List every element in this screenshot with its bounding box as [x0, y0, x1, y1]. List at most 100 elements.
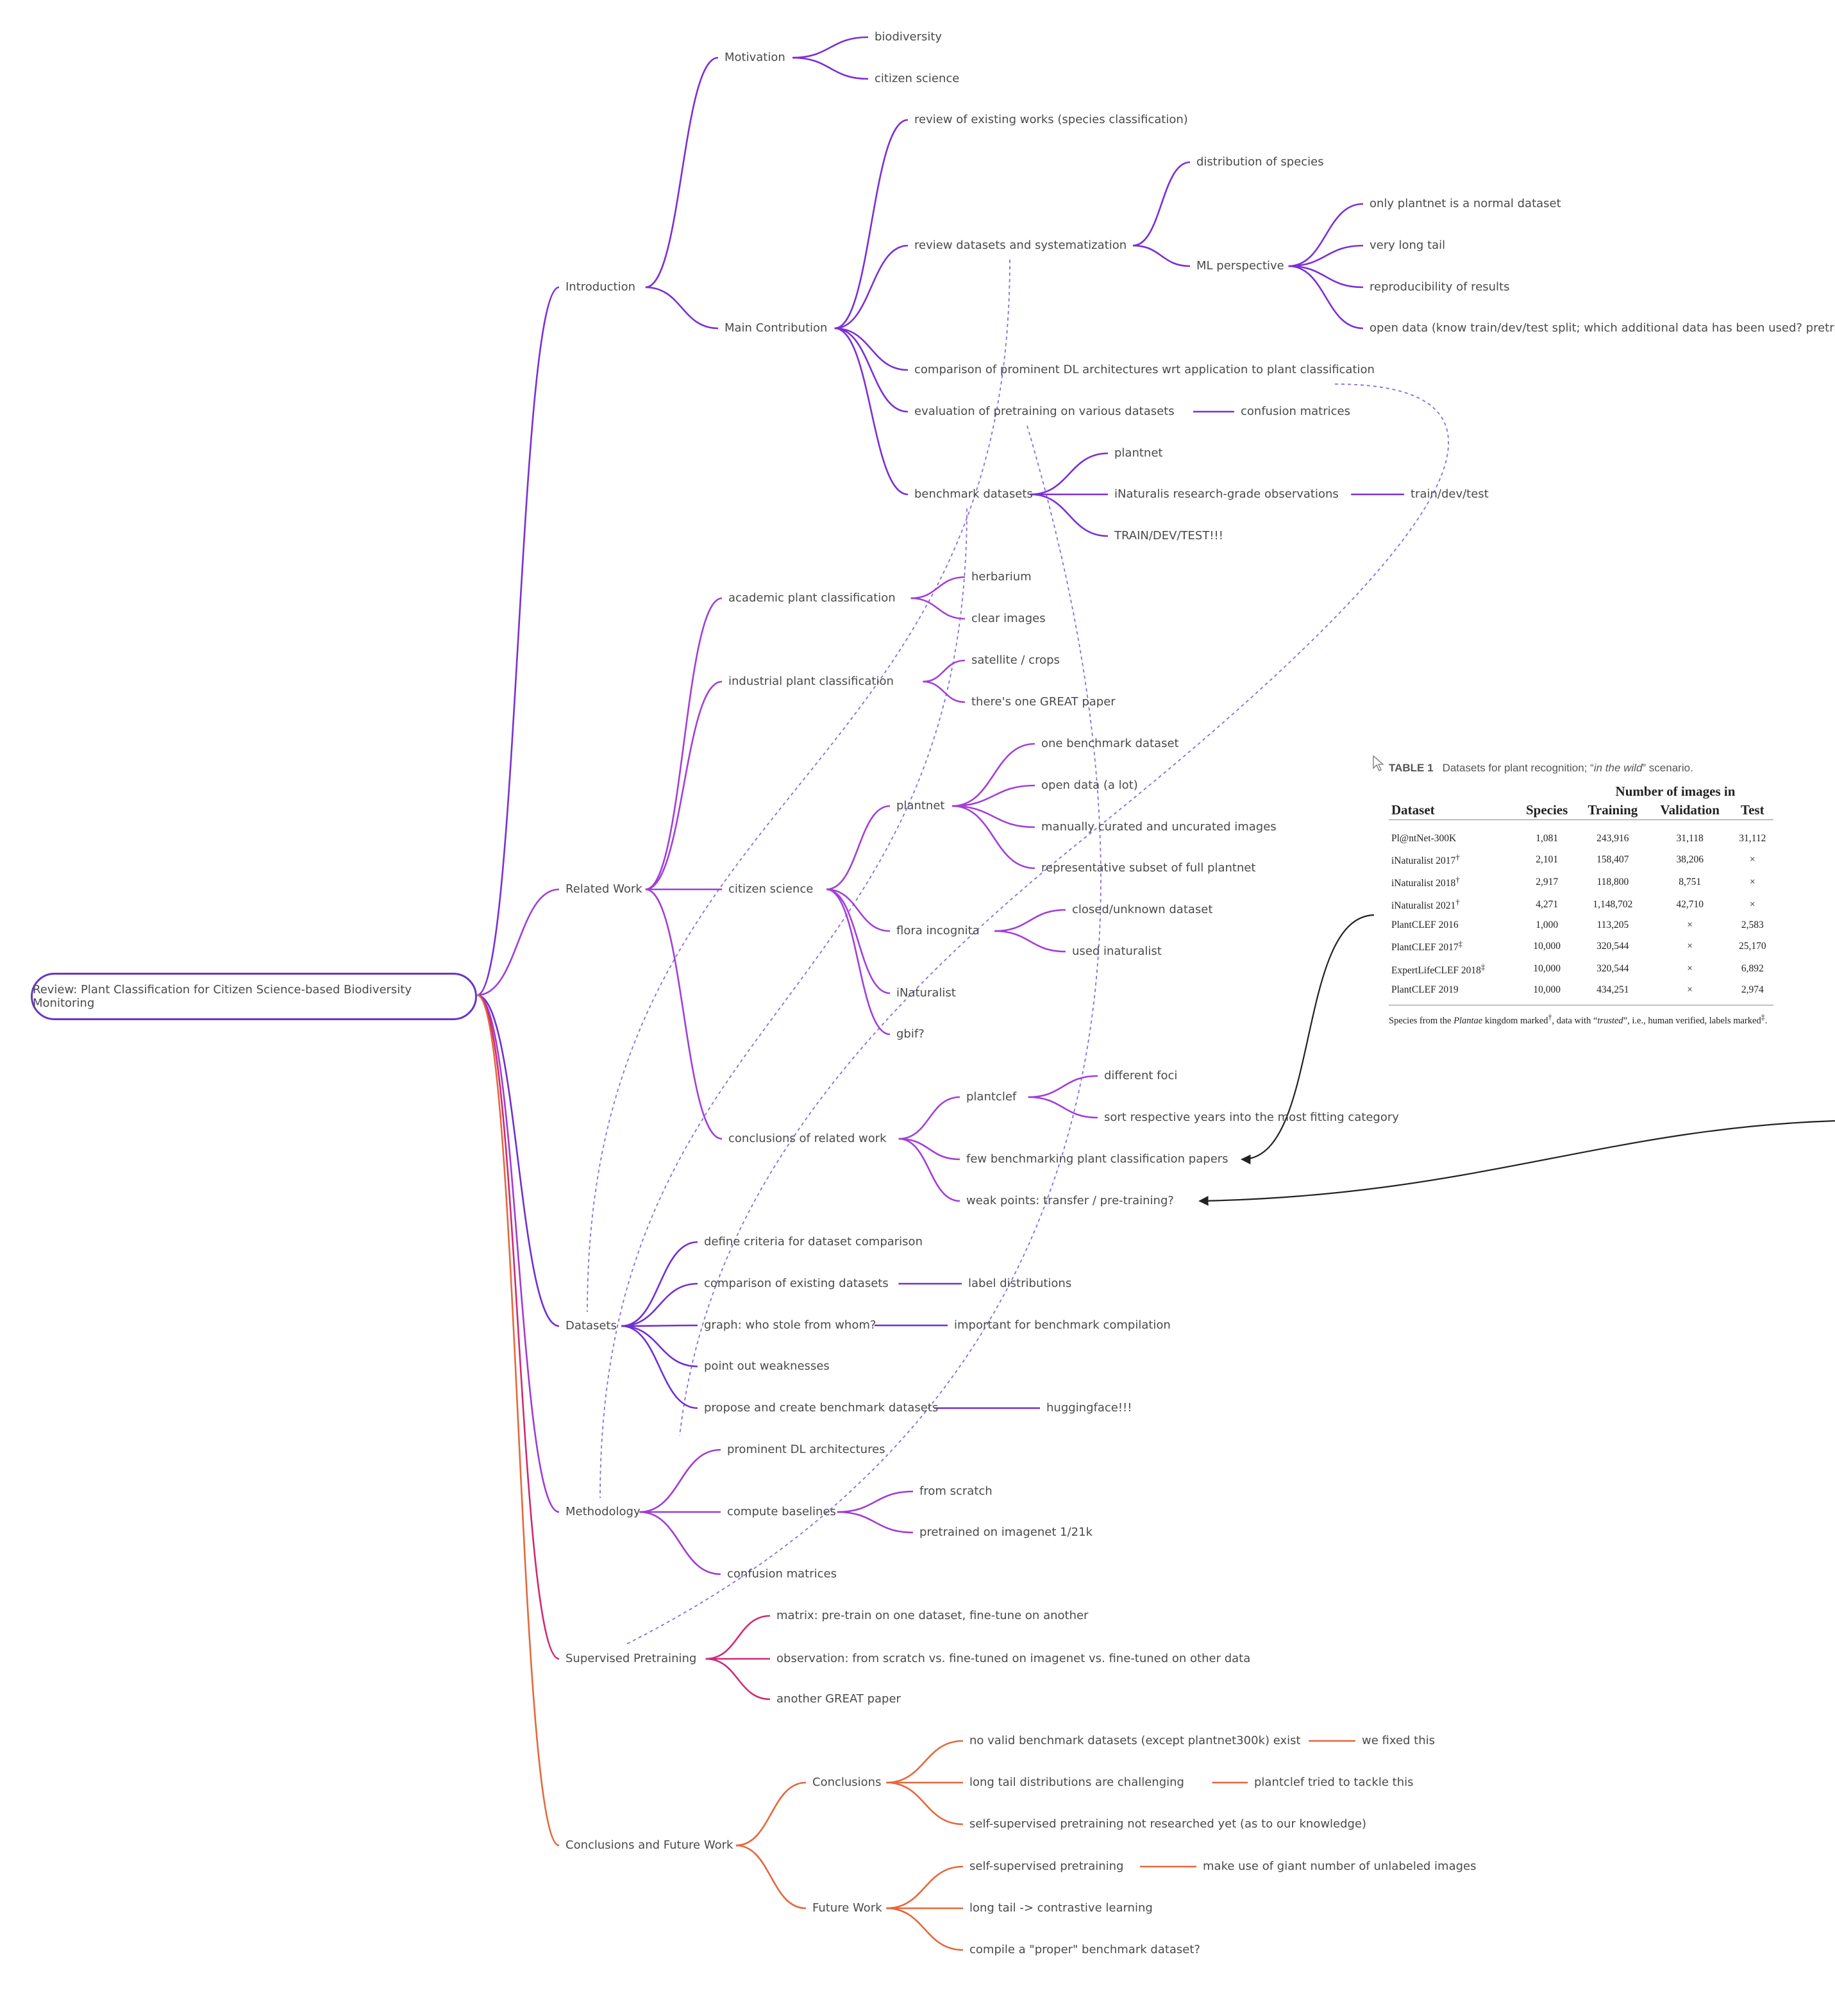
node-plantnet-bench[interactable]: plantnet — [1114, 446, 1162, 460]
node-plantnet-rw[interactable]: plantnet — [896, 799, 944, 812]
node-open-data-split[interactable]: open data (know train/dev/test split; wh… — [1370, 321, 1835, 335]
node-very-long-tail[interactable]: very long tail — [1370, 239, 1445, 252]
node-introduction[interactable]: Introduction — [566, 280, 635, 294]
node-academic[interactable]: academic plant classification — [728, 591, 896, 605]
node-herbarium[interactable]: herbarium — [971, 570, 1032, 584]
node-train-dev-test-caps[interactable]: TRAIN/DEV/TEST!!! — [1114, 529, 1223, 542]
table-cell-test: 2,583 — [1741, 920, 1764, 931]
node-open-data-lot[interactable]: open data (a lot) — [1041, 778, 1138, 792]
node-great-paper-2[interactable]: another GREAT paper — [776, 1692, 901, 1706]
node-from-scratch[interactable]: from scratch — [919, 1484, 993, 1498]
node-giant-unlabeled[interactable]: make use of giant number of unlabeled im… — [1203, 1860, 1477, 1873]
node-propose-create[interactable]: propose and create benchmark datasets — [704, 1401, 938, 1415]
node-ml-perspective[interactable]: ML perspective — [1196, 259, 1284, 273]
connector-datasets — [476, 994, 560, 1327]
node-clear-images[interactable]: clear images — [971, 612, 1046, 625]
node-flora[interactable]: flora incognita — [896, 924, 980, 937]
node-long-tail-challenging[interactable]: long tail distributions are challenging — [969, 1776, 1184, 1789]
table-cell-test: 25,170 — [1738, 941, 1766, 952]
node-one-benchmark[interactable]: one benchmark dataset — [1041, 737, 1179, 750]
node-label-distributions[interactable]: label distributions — [968, 1277, 1071, 1290]
node-graph-stole[interactable]: graph: who stole from whom? — [704, 1318, 876, 1332]
node-representative[interactable]: representative subset of full plantnet — [1041, 861, 1256, 875]
node-comparison-dl[interactable]: comparison of prominent DL architectures… — [914, 363, 1375, 376]
node-curated[interactable]: manually curated and uncurated images — [1041, 820, 1277, 834]
node-eval-pretraining[interactable]: evaluation of pretraining on various dat… — [914, 405, 1175, 418]
connector-open-data-split — [1288, 265, 1364, 330]
connector-main-contribution — [645, 286, 719, 330]
node-methodology[interactable]: Methodology — [566, 1505, 641, 1518]
node-confusion-matrices-2[interactable]: confusion matrices — [727, 1567, 837, 1581]
root-node[interactable]: Review: Plant Classification for Citizen… — [31, 973, 477, 1020]
column-header: Test — [1741, 802, 1764, 818]
connector-ml-perspective — [1132, 244, 1191, 267]
node-gbif[interactable]: gbif? — [896, 1027, 925, 1041]
node-important-benchmark[interactable]: important for benchmark compilation — [954, 1318, 1171, 1332]
connector-reproducibility — [1288, 265, 1364, 289]
node-different-foci[interactable]: different foci — [1104, 1069, 1177, 1082]
node-distribution-species[interactable]: distribution of species — [1196, 155, 1324, 169]
node-closed-dataset[interactable]: closed/unknown dataset — [1072, 903, 1212, 916]
cross-links — [587, 259, 1449, 1645]
node-confusion-matrices-1[interactable]: confusion matrices — [1241, 405, 1350, 418]
node-matrix[interactable]: matrix: pre-train on one dataset, fine-t… — [776, 1609, 1089, 1622]
node-no-valid[interactable]: no valid benchmark datasets (except plan… — [969, 1734, 1301, 1747]
node-only-plantnet[interactable]: only plantnet is a normal dataset — [1370, 197, 1561, 210]
node-used-inat[interactable]: used inaturalist — [1072, 945, 1162, 958]
node-review-datasets[interactable]: review datasets and systematization — [914, 239, 1127, 252]
connector-benchmark-datasets — [834, 327, 909, 496]
connector-no-valid — [886, 1740, 964, 1784]
table-cell-test: 31,112 — [1739, 833, 1766, 844]
node-few-benchmarking[interactable]: few benchmarking plant classification pa… — [966, 1152, 1228, 1166]
node-great-paper-1[interactable]: there's one GREAT paper — [971, 695, 1116, 709]
node-satellite[interactable]: satellite / crops — [971, 653, 1060, 667]
node-supervised-pretraining[interactable]: Supervised Pretraining — [566, 1652, 696, 1665]
node-plantclef[interactable]: plantclef — [966, 1090, 1017, 1104]
node-self-sup-not[interactable]: self-supervised pretraining not research… — [969, 1817, 1366, 1831]
connector-conclusions-future — [476, 994, 560, 1847]
node-conclusions[interactable]: Conclusions — [812, 1776, 881, 1789]
node-define-criteria[interactable]: define criteria for dataset comparison — [704, 1235, 923, 1248]
node-self-sup[interactable]: self-supervised pretraining — [969, 1860, 1123, 1873]
node-weaknesses[interactable]: point out weaknesses — [704, 1359, 830, 1373]
node-sort-years[interactable]: sort respective years into the most fitt… — [1104, 1111, 1399, 1124]
node-prominent-dl[interactable]: prominent DL architectures — [727, 1443, 885, 1456]
node-industrial[interactable]: industrial plant classification — [728, 675, 894, 688]
connector-conclusions-rw — [645, 888, 723, 1140]
node-compile-proper[interactable]: compile a "proper" benchmark dataset? — [969, 1943, 1200, 1956]
connector-clear-images — [910, 597, 966, 620]
node-biodiversity[interactable]: biodiversity — [875, 30, 942, 44]
node-huggingface[interactable]: huggingface!!! — [1046, 1401, 1132, 1415]
connector-different-foci — [1028, 1075, 1098, 1098]
node-conclusions-future[interactable]: Conclusions and Future Work — [566, 1838, 733, 1852]
node-conclusions-rw[interactable]: conclusions of related work — [728, 1132, 887, 1145]
node-plantclef-tackle[interactable]: plantclef tried to tackle this — [1254, 1776, 1413, 1789]
connector-supervised-pretraining — [476, 994, 560, 1660]
node-compute-baselines[interactable]: compute baselines — [727, 1505, 836, 1518]
node-related-work[interactable]: Related Work — [566, 882, 642, 896]
node-datasets[interactable]: Datasets — [566, 1319, 617, 1332]
node-long-tail-contrastive[interactable]: long tail -> contrastive learning — [969, 1901, 1153, 1915]
node-train-dev-test[interactable]: train/dev/test — [1411, 487, 1489, 501]
node-motivation[interactable]: Motivation — [725, 51, 785, 64]
node-pretrained-imagenet[interactable]: pretrained on imagenet 1/21k — [919, 1525, 1093, 1539]
node-inaturalis[interactable]: iNaturalis research-grade observations — [1114, 487, 1339, 501]
node-review-existing[interactable]: review of existing works (species classi… — [914, 113, 1188, 126]
node-benchmark-datasets[interactable]: benchmark datasets — [914, 487, 1033, 501]
node-reproducibility[interactable]: reproducibility of results — [1370, 280, 1510, 294]
node-future-work[interactable]: Future Work — [812, 1901, 882, 1915]
node-observation[interactable]: observation: from scratch vs. fine-tuned… — [776, 1652, 1250, 1665]
node-comparison-existing[interactable]: comparison of existing datasets — [704, 1277, 889, 1290]
node-citizen-science-mot[interactable]: citizen science — [875, 72, 959, 85]
node-weak-points[interactable]: weak points: transfer / pre-training? — [966, 1194, 1174, 1207]
connector-citizen-science-mot — [792, 56, 869, 80]
node-citizen-science-rw[interactable]: citizen science — [728, 882, 813, 896]
node-main-contribution[interactable]: Main Contribution — [725, 321, 827, 335]
node-we-fixed[interactable]: we fixed this — [1362, 1734, 1435, 1747]
node-inaturalist[interactable]: iNaturalist — [896, 986, 956, 1000]
